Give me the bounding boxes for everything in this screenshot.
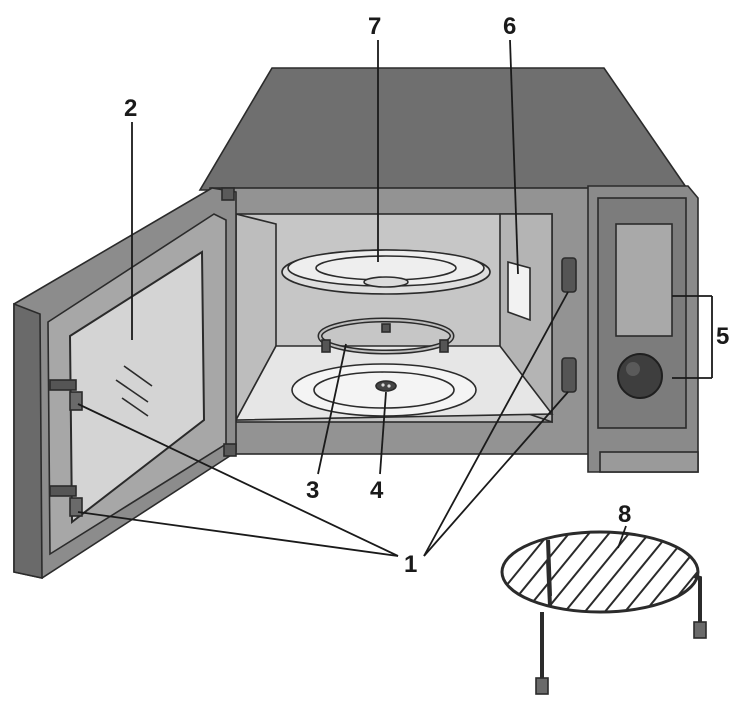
control-panel-foot — [599, 451, 699, 473]
open-door — [13, 187, 237, 579]
leader-lines — [77, 39, 713, 557]
door-window — [68, 250, 206, 525]
door-hinge-lower — [223, 443, 237, 457]
latch-hole-upper — [561, 257, 577, 293]
waveguide-cover — [507, 260, 531, 322]
knob-highlight — [626, 362, 640, 376]
callout-8: 8 — [618, 501, 631, 528]
callout-2: 2 — [124, 95, 137, 122]
latch-hook-upper — [49, 379, 83, 411]
roller-ring — [317, 317, 455, 355]
latch-hole-lower — [561, 357, 577, 393]
callout-5: 5 — [716, 323, 729, 350]
callout-3: 3 — [306, 477, 319, 504]
rack-leg-right — [693, 574, 702, 632]
control-knob — [617, 353, 663, 399]
door-edge — [13, 302, 43, 579]
callout-4: 4 — [370, 477, 384, 504]
callout-7: 7 — [368, 13, 381, 40]
callout-6: 6 — [503, 13, 516, 40]
coupler — [375, 380, 397, 392]
callout-1: 1 — [404, 551, 417, 578]
grill-rack — [500, 530, 707, 695]
door-hinge-upper — [221, 187, 235, 201]
cabinet-top — [198, 67, 690, 191]
glass-tray — [281, 249, 491, 295]
display-window — [615, 223, 673, 337]
